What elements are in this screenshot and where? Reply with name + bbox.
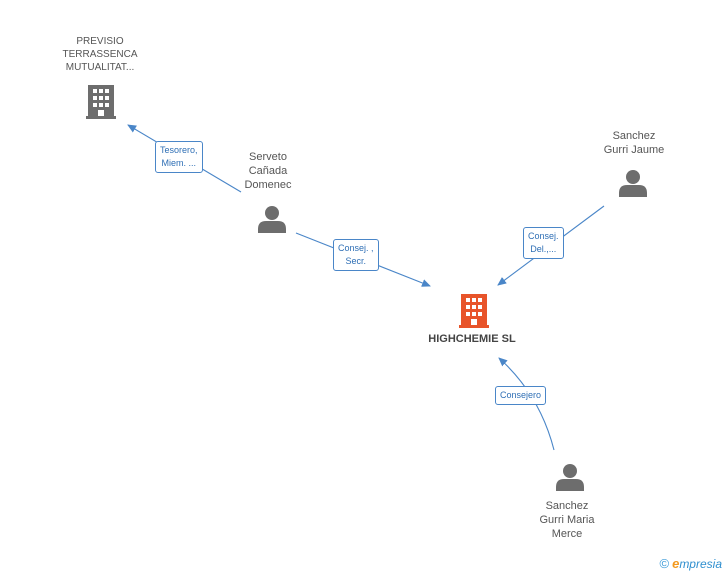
person-icon[interactable]: [258, 206, 286, 233]
edge-label-maria-highchemie[interactable]: Consejero: [495, 386, 547, 405]
copyright-symbol: ©: [659, 556, 670, 571]
node-label-highchemie[interactable]: HIGHCHEMIE SL: [428, 333, 516, 345]
edge-label-serveto-previsio[interactable]: Tesorero, Miem. ...: [155, 141, 203, 173]
building-icon[interactable]: [86, 85, 116, 119]
node-label-previsio[interactable]: PREVISIO TERRASSENCA MUTUALITAT...: [62, 36, 138, 73]
node-label-sanchez-maria[interactable]: Sanchez Gurri Maria Merce: [539, 500, 595, 540]
person-icon[interactable]: [619, 170, 647, 197]
brand-name: mpresia: [679, 557, 722, 571]
empresia-logo: ©empresia: [659, 556, 722, 571]
node-label-serveto[interactable]: Serveto Cañada Domenec: [244, 151, 292, 191]
building-icon[interactable]: [459, 294, 489, 328]
person-icon[interactable]: [556, 464, 584, 491]
edge-label-serveto-highchemie[interactable]: Consej. , Secr.: [333, 239, 379, 271]
edge-label-jaume-highchemie[interactable]: Consej. Del.,...: [523, 227, 564, 259]
brand-initial: e: [672, 556, 680, 571]
node-label-sanchez-jaume[interactable]: Sanchez Gurri Jaume: [603, 130, 665, 156]
